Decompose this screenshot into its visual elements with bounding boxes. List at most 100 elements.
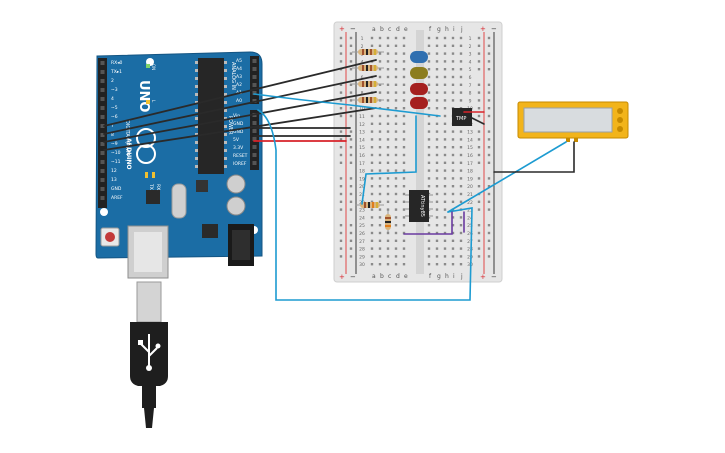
pin-socket[interactable] — [100, 79, 105, 83]
pin-socket[interactable] — [252, 83, 257, 87]
mounting-hole — [100, 208, 108, 216]
wire-black[interactable] — [103, 75, 377, 135]
breadboard-hole — [394, 146, 398, 149]
pin-label: GND — [111, 186, 122, 192]
wire-black[interactable] — [471, 117, 485, 125]
pin-socket[interactable] — [100, 88, 105, 92]
breadboard-hole — [402, 138, 406, 141]
breadboard-hole — [394, 239, 398, 242]
pin-socket[interactable] — [252, 91, 257, 95]
row-number: 4 — [361, 59, 364, 65]
pin-socket[interactable] — [100, 142, 105, 146]
resistor[interactable] — [385, 210, 391, 232]
pin-label: RESET — [233, 153, 248, 159]
rail-hole — [349, 161, 353, 164]
breadboard-hole — [386, 185, 390, 188]
led-array — [410, 51, 428, 109]
row-number: 16 — [467, 153, 473, 159]
rail-hole — [477, 161, 481, 164]
pin-socket[interactable] — [252, 137, 257, 141]
wire-blue[interactable] — [257, 109, 473, 301]
breadboard-hole — [443, 239, 447, 242]
pin-socket[interactable] — [100, 106, 105, 110]
chip-leg — [195, 165, 198, 168]
breadboard-hole — [378, 68, 382, 71]
wire-blue[interactable] — [361, 115, 417, 205]
led-red[interactable] — [410, 83, 428, 95]
led-blue[interactable] — [410, 51, 428, 63]
pin-socket[interactable] — [252, 129, 257, 133]
wire-black[interactable] — [493, 141, 575, 173]
pin-socket[interactable] — [252, 153, 257, 157]
breadboard-hole — [451, 130, 455, 133]
rail-hole — [339, 114, 343, 118]
resistor[interactable] — [355, 202, 384, 208]
resistor[interactable] — [352, 65, 384, 71]
breadboard-hole — [378, 224, 382, 227]
arduino-uno-board[interactable]: RX◂0 TX▸1 2 ~3 4 ~5 ~6 7 8 ~9 ~10 ~11 12… — [95, 51, 263, 279]
breadboard-hole — [378, 83, 382, 86]
row-number: 2 — [469, 44, 472, 50]
chip-leg — [195, 157, 198, 160]
wire-black[interactable] — [103, 91, 377, 143]
pin-socket[interactable] — [252, 121, 257, 125]
l-label: L — [151, 100, 156, 103]
breadboard-hole — [402, 107, 406, 110]
wire-black[interactable] — [103, 59, 377, 127]
breadboard-hole — [402, 247, 406, 250]
pin-socket[interactable] — [252, 59, 257, 63]
pin-socket[interactable] — [100, 133, 105, 137]
resistor[interactable] — [352, 81, 384, 87]
breadboard-hole — [386, 91, 390, 94]
pin-socket[interactable] — [252, 75, 257, 79]
chip-leg — [224, 93, 227, 96]
pin-socket[interactable] — [100, 97, 105, 101]
wire-black[interactable] — [103, 107, 377, 151]
breadboard-hole — [435, 52, 439, 55]
attiny-chip[interactable]: ATtiny85 — [405, 190, 433, 222]
rail-hole — [349, 224, 353, 227]
pin-socket[interactable] — [100, 115, 105, 119]
resistor[interactable] — [352, 97, 384, 103]
rail-hole — [349, 107, 353, 110]
breadboard-hole — [402, 68, 406, 71]
pin-socket[interactable] — [100, 178, 105, 182]
pin-socket[interactable] — [252, 67, 257, 71]
wire-purple[interactable] — [403, 211, 453, 235]
resistor[interactable] — [352, 49, 384, 55]
wire-blue[interactable] — [253, 93, 441, 117]
pin-socket[interactable] — [252, 161, 257, 165]
lcd-display[interactable] — [517, 101, 629, 142]
breadboard-hole — [378, 239, 382, 242]
rail-hole — [477, 36, 481, 40]
wire-blue[interactable] — [447, 141, 567, 213]
pin-socket[interactable] — [100, 187, 105, 191]
pin-socket[interactable] — [100, 70, 105, 74]
rail-hole — [477, 138, 481, 141]
breadboard-hole — [443, 114, 447, 118]
temperature-sensor-chip[interactable]: TMP — [452, 108, 472, 126]
pin-label: A4 — [236, 66, 242, 72]
rail-hole — [349, 192, 353, 196]
usb-cable[interactable] — [130, 281, 168, 428]
reset-button[interactable] — [105, 232, 115, 242]
breadboard-hole — [451, 216, 455, 219]
pin-socket[interactable] — [100, 61, 105, 65]
pin-socket[interactable] — [100, 196, 105, 200]
pin-socket[interactable] — [100, 160, 105, 164]
pin-socket[interactable] — [100, 151, 105, 155]
uno-model-label: UNO — [136, 80, 151, 113]
breadboard-hole — [378, 114, 382, 118]
rail-plus-label: + — [480, 25, 486, 33]
breadboard-hole — [386, 192, 390, 196]
pin-socket[interactable] — [100, 169, 105, 173]
breadboard-hole — [378, 153, 382, 157]
led-yellow[interactable] — [410, 67, 428, 79]
breadboard-hole — [435, 99, 439, 102]
led-red[interactable] — [410, 97, 428, 109]
rail-minus-label: − — [491, 25, 497, 33]
pin-socket[interactable] — [100, 124, 105, 128]
breadboard-hole — [451, 169, 455, 172]
pin-socket[interactable] — [252, 145, 257, 149]
breadboard-hole — [427, 83, 431, 86]
